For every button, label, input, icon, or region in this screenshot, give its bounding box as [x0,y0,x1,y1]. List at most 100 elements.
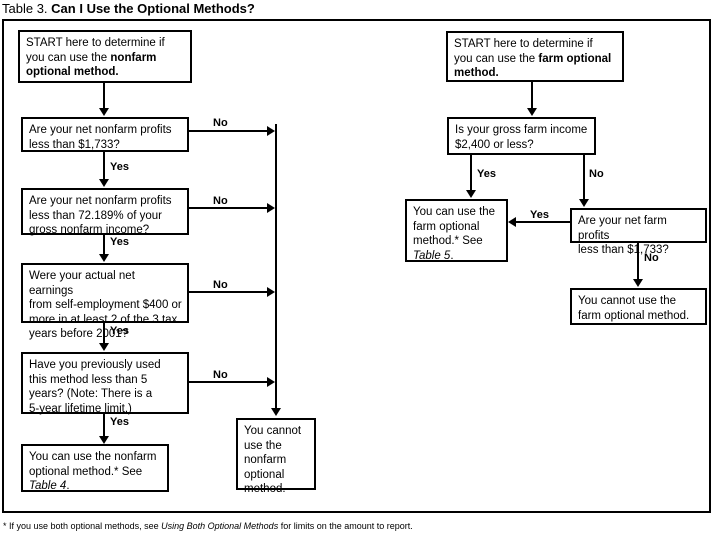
footnote-text-after: for limits on the amount to report. [278,521,413,531]
nonfarm-q3-line1: Were your actual net earnings [29,270,135,297]
nonfarm-q3-line2: from self-employment $400 or [29,299,182,311]
farm-start-line2: you can use the farm optional [454,52,612,65]
nonfarm-start-box: START here to determine if you can use t… [18,30,192,83]
connector-farm-q2-no [637,243,639,280]
connector-farm-q1-no [583,155,585,200]
farm-q1-line2: $2,400 or less? [455,138,534,151]
farm-result-yes-line4: Table 5. [413,249,454,262]
label-q1-yes: Yes [110,161,129,173]
nonfarm-start-line2: you can use the nonfarm [26,51,157,64]
farm-q1-box: Is your gross farm income $2,400 or less… [447,117,596,155]
farm-result-no-box: You cannot use the farm optional method. [570,288,707,325]
farm-result-no-line1: You cannot use the [578,295,677,307]
connector-start-to-q1 [103,83,105,109]
label-farm-q2-no: No [644,252,659,264]
nonfarm-result-no-line2: use the [244,439,282,452]
farm-q2-line2: less than $1,733? [578,244,669,256]
arrow-q2-yes [99,254,109,262]
connector-no-trunk [275,124,277,411]
farm-result-yes-line3: method.* See [413,235,483,247]
label-q2-yes: Yes [110,236,129,248]
nonfarm-q4-line3: years? (Note: There is a [29,388,153,400]
nonfarm-result-no-line5: method. [244,483,286,495]
label-q3-no: No [213,279,228,291]
farm-start-line3: method. [454,67,499,79]
label-q4-no: No [213,369,228,381]
connector-q2-no [189,207,269,209]
nonfarm-result-no-box: You cannot use the nonfarm optional meth… [236,418,316,495]
footnote: * If you use both optional methods, see … [3,521,413,532]
label-q1-no: No [213,117,228,129]
connector-q4-no [189,381,269,383]
nonfarm-result-yes-line2: optional method.* See [29,465,143,478]
nonfarm-q4-box: Have you previously used this method les… [21,352,189,415]
nonfarm-result-no-line3: nonfarm [244,454,287,466]
connector-q1-no [189,130,269,132]
connector-farm-q2-yes [516,221,571,223]
arrow-q4-yes [99,436,109,444]
chart-frame [2,19,711,513]
footnote-marker: * [3,521,7,531]
nonfarm-q1-line2: less than $1,733? [29,138,120,151]
nonfarm-q3-line4: years before 2001? [29,328,129,340]
farm-q2-box: Are your net farm profits less than $1,7… [570,208,707,256]
nonfarm-result-no-line4: optional [244,468,285,481]
arrow-farm-q2-no [633,279,643,287]
arrow-q1-yes [99,179,109,187]
label-farm-q2-yes: Yes [530,209,549,221]
farm-result-yes-line2: farm optional [413,220,480,233]
arrow-q2-no [267,203,275,213]
connector-q3-no [189,291,269,293]
page-title: Table 3. Can I Use the Optional Methods? [2,1,255,16]
footnote-italic-ref: Using Both Optional Methods [161,521,279,531]
label-farm-q1-no: No [589,168,604,180]
title-heading: Can I Use the Optional Methods? [51,1,255,16]
footnote-text-before: If you use both optional methods, see [6,521,162,531]
farm-q1-line1: Is your gross farm income [455,124,588,136]
arrow-start-to-q1 [99,108,109,116]
title-prefix: Table 3. [2,1,48,16]
connector-farm-start-to-q1 [531,82,533,109]
nonfarm-result-no-line1: You cannot [244,425,302,437]
farm-start-line1: START here to determine if [454,38,593,50]
nonfarm-q2-box: Are your net nonfarm profits less than 7… [21,188,189,236]
label-q4-yes: Yes [110,416,129,428]
arrow-q1-no [267,126,275,136]
connector-q3-yes [103,323,105,344]
arrow-q3-no [267,287,275,297]
arrow-farm-q1-yes [466,190,476,198]
arrow-farm-start-to-q1 [527,108,537,116]
farm-result-yes-line1: You can use the [413,206,496,218]
nonfarm-q2-line1: Are your net nonfarm profits [29,195,172,207]
nonfarm-q3-box: Were your actual net earnings from self-… [21,263,189,340]
nonfarm-q2-line2: less than 72.189% of your [29,209,162,222]
nonfarm-result-yes-line3: Table 4. [29,480,70,492]
farm-q2-line1: Are your net farm profits [578,215,667,242]
arrow-farm-q1-no [579,199,589,207]
farm-result-yes-box: You can use the farm optional method.* S… [405,199,508,262]
arrow-q3-yes [99,343,109,351]
nonfarm-q3-line3: more in at least 2 of the 3 tax [29,313,178,326]
nonfarm-q2-line3: gross nonfarm income? [29,224,150,236]
nonfarm-q4-line2: this method less than 5 [29,373,148,386]
arrow-farm-q2-yes [508,217,516,227]
nonfarm-start-line3: optional method. [26,66,119,78]
nonfarm-q1-line1: Are your net nonfarm profits [29,124,172,136]
nonfarm-q1-box: Are your net nonfarm profits less than $… [21,117,189,152]
nonfarm-q4-line4: 5-year lifetime limit.) [29,402,132,415]
nonfarm-start-line1: START here to determine if [26,37,165,49]
label-q2-no: No [213,195,228,207]
label-q3-yes: Yes [110,325,129,337]
connector-q1-yes [103,152,105,180]
connector-q4-yes [103,414,105,437]
nonfarm-result-yes-box: You can use the nonfarm optional method.… [21,444,169,492]
nonfarm-result-yes-line1: You can use the nonfarm [29,451,157,463]
label-farm-q1-yes: Yes [477,168,496,180]
farm-result-no-line2: farm optional method. [578,309,690,322]
connector-farm-q1-yes [470,155,472,191]
arrow-q4-no [267,377,275,387]
arrow-no-trunk-to-result [271,408,281,416]
connector-q2-yes [103,235,105,255]
nonfarm-q4-line1: Have you previously used [29,359,161,371]
